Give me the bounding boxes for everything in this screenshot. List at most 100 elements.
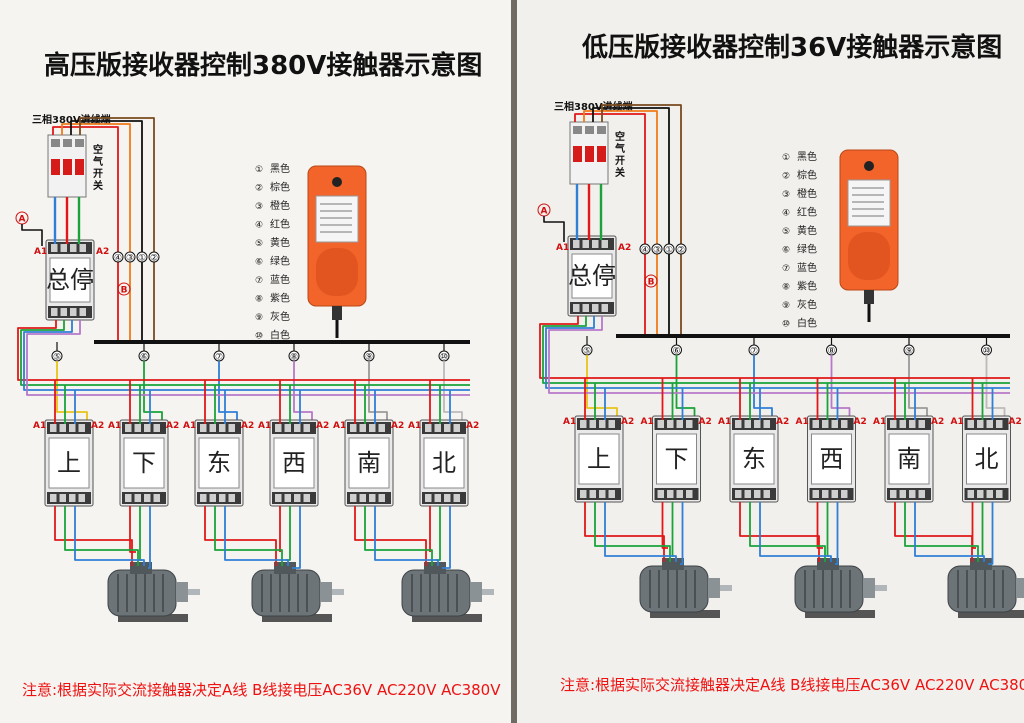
- legend-label-8: 紫色: [270, 292, 290, 305]
- left-main-contactor-terminal: [60, 308, 67, 316]
- left-dist-wire-3: [23, 320, 470, 391]
- left-contactor-4-terminal: [303, 494, 310, 502]
- left-main-contactor-terminal: [70, 244, 77, 252]
- right-remote-knob: [864, 161, 874, 171]
- right-motor-2-shaft: [875, 585, 887, 591]
- left-bus-num-2: ⑥: [140, 353, 148, 363]
- left-contactor-1-terminal: [59, 494, 66, 502]
- left-contactor-3-terminal: [219, 494, 226, 502]
- right-top-num-circle: [663, 243, 675, 255]
- right-contactor-5-terminal: [918, 490, 925, 498]
- right-top-num-circle: [675, 243, 687, 255]
- legend-label-10: 白色: [797, 317, 817, 330]
- legend-label-7: 蓝色: [797, 261, 817, 274]
- left-dist-wire-2: [20, 320, 470, 386]
- left-contactor-5-label: 南: [357, 449, 381, 477]
- right-contactor-4-face: [811, 433, 852, 485]
- left-dist-wire-1: [17, 320, 470, 381]
- sheet-gap: [511, 0, 517, 723]
- left-breaker-label-char: 空: [93, 143, 103, 156]
- right-contactor-2-terminal: [686, 420, 693, 428]
- left-contactor-a1: A1: [108, 421, 121, 431]
- right-breaker-label-char: 气: [614, 142, 625, 155]
- right-motor-wire-a: [759, 502, 832, 562]
- right-contactor-a2: A2: [854, 417, 867, 427]
- right-contactor-3-terminal: [763, 420, 770, 428]
- legend-label-1: 黑色: [797, 150, 817, 163]
- left-breaker-label-char: 关: [93, 179, 103, 192]
- legend-num-7: ⑦: [782, 264, 790, 274]
- left-contactor-a2: A2: [316, 421, 329, 431]
- right-contactor-a2: A2: [621, 417, 634, 427]
- right-motor-wire-a: [904, 502, 979, 562]
- left-breaker-switch: [63, 159, 72, 175]
- right-contactor-5-terminal: [899, 420, 906, 428]
- left-top-num-circle: [124, 251, 136, 263]
- right-main-a1: A1: [556, 243, 569, 253]
- right-contactor-3-terminal: [763, 490, 770, 498]
- left-contactor-1-terminal: [78, 494, 85, 502]
- left-motor-wire-a: [364, 506, 433, 566]
- right-top-num-4: ②: [677, 246, 685, 256]
- left-b-label: B: [121, 286, 128, 296]
- left-contactor-1-terminal: [59, 424, 66, 432]
- right-contactor-6-terminal: [986, 420, 993, 428]
- right-bus-num-3: ⑦: [750, 347, 758, 357]
- right-signal-wire-4: [830, 355, 851, 420]
- left-contactor-3-terminal: [228, 494, 235, 502]
- left-main-contactor-terminal: [79, 308, 86, 316]
- left-motor-1-shaft: [188, 589, 200, 595]
- left-contactor-4-terminal: [275, 424, 282, 432]
- left-main-contactor-terminal: [60, 244, 67, 252]
- right-breaker-label-char: 关: [615, 166, 625, 179]
- right-contactor-a1: A1: [718, 417, 731, 427]
- legend-label-7: 蓝色: [270, 273, 290, 286]
- right-contactor-2-terminal: [686, 490, 693, 498]
- left-contactor-2-terminal: [125, 494, 132, 502]
- left-signal-wire-4: [293, 361, 313, 424]
- right-signal-wire-3: [753, 355, 773, 420]
- left-signal-wire-3: [218, 361, 238, 424]
- left-contactor-3-terminal: [228, 424, 235, 432]
- right-breaker-switch: [585, 146, 594, 162]
- left-contactor-6-label: 北: [432, 449, 456, 477]
- legend-label-1: 黑色: [270, 162, 290, 175]
- right-contactor-2-terminal: [657, 490, 664, 498]
- left-contactor-3-face: [198, 437, 240, 489]
- left-title: 高压版接收器控制380V接触器示意图: [44, 50, 482, 81]
- right-contactor-6-terminal: [996, 420, 1003, 428]
- right-main-contactor-face: [571, 253, 613, 299]
- left-contactor-a2: A2: [91, 421, 104, 431]
- left-motor-wire-a: [224, 506, 289, 566]
- left-contactor-5-terminal: [359, 494, 366, 502]
- right-dist-wire-2: [542, 316, 1010, 384]
- right-title: 低压版接收器控制36V接触器示意图: [581, 32, 1002, 63]
- right-top-num-circle: [651, 243, 663, 255]
- left-main-contactor-terminal: [79, 244, 86, 252]
- right-breaker-terminal: [597, 126, 606, 134]
- right-contactor-5-face: [888, 433, 930, 485]
- left-contactor-3-terminal: [209, 494, 216, 502]
- left-motor-1-base: [118, 614, 188, 622]
- right-note: 注意:根据实际交流接触器决定A线 B线接电压AC36V AC220V AC380: [560, 676, 1024, 694]
- left-contactor-a1: A1: [33, 421, 46, 431]
- left-contactor-2-terminal: [144, 494, 151, 502]
- right-motor-3-terminal-box: [970, 558, 992, 570]
- left-top-num-circle: [112, 251, 124, 263]
- right-top-num-1: ④: [641, 246, 649, 256]
- right-contactor-1-terminal: [589, 490, 596, 498]
- right-contactor-4-terminal: [841, 420, 848, 428]
- right-motor-wire-b: [971, 502, 976, 549]
- right-top-wire-1: [574, 113, 646, 336]
- right-contactor-2-face: [656, 433, 697, 485]
- right-motor-wire-b: [661, 502, 668, 549]
- right-top-wire-2: [583, 110, 658, 336]
- legend-label-9: 灰色: [270, 310, 290, 323]
- left-contactor-2-terminal: [125, 424, 132, 432]
- right-top-num-2: ③: [653, 246, 661, 256]
- legend-num-7: ⑦: [255, 276, 263, 286]
- right-remote-label-plate: [847, 179, 891, 227]
- right-bus-num-5: ⑨: [905, 347, 913, 357]
- legend-num-4: ④: [782, 209, 790, 219]
